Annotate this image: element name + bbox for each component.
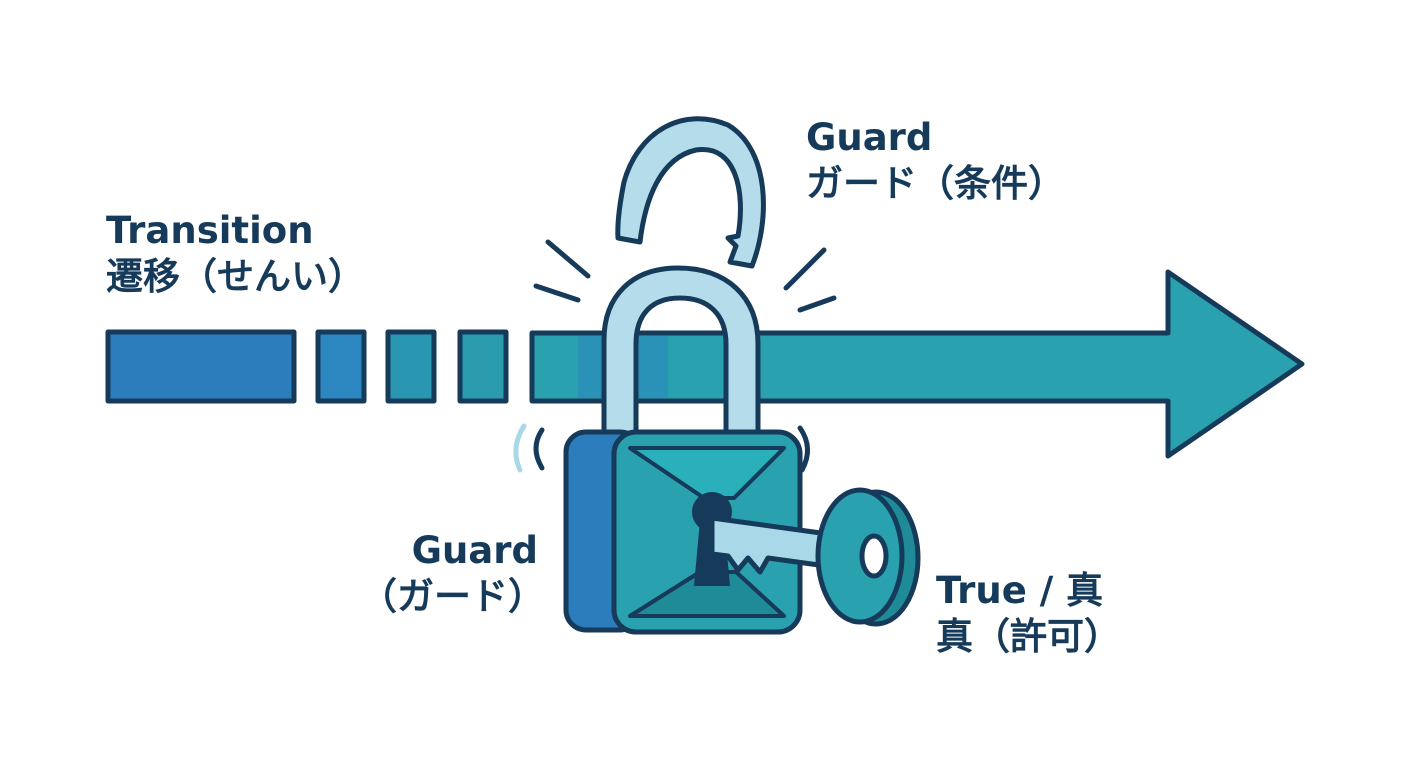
motion-lines	[533, 239, 837, 473]
dashed-arrow-icon	[105, 329, 509, 404]
shackle-icon	[615, 116, 766, 269]
guard-lock-label-en: Guard	[411, 529, 538, 572]
true-label-en: True / 真	[936, 569, 1104, 612]
transition-label-jp: 遷移（せんい）	[106, 255, 365, 299]
true-label: True / 真 真（許可）	[936, 568, 1121, 661]
motion-line-light	[513, 423, 527, 473]
guard-condition-label-en: Guard	[806, 116, 933, 159]
padlock-shackle	[601, 265, 761, 443]
key-icon	[709, 487, 921, 627]
dash-segment-2	[315, 329, 367, 404]
transition-label-en: Transition	[106, 209, 314, 252]
dash-segment-4	[457, 329, 509, 404]
transition-label: Transition 遷移（せんい）	[106, 208, 365, 301]
guard-condition-label-jp: ガード（条件）	[806, 162, 1065, 206]
true-label-jp: 真（許可）	[936, 615, 1121, 659]
padlock-bevel-fill	[628, 446, 786, 500]
guard-lock-label: Guard （ガード）	[360, 528, 545, 621]
guard-lock-label-jp: （ガード）	[360, 575, 545, 619]
dash-segment-1	[105, 329, 297, 404]
padlock-bevel-fill-bottom	[628, 570, 786, 618]
key-bow-hole	[859, 533, 889, 579]
dash-segment-3	[385, 329, 437, 404]
guard-condition-label: Guard ガード（条件）	[806, 115, 1065, 208]
open-padlock-icon	[563, 429, 803, 635]
